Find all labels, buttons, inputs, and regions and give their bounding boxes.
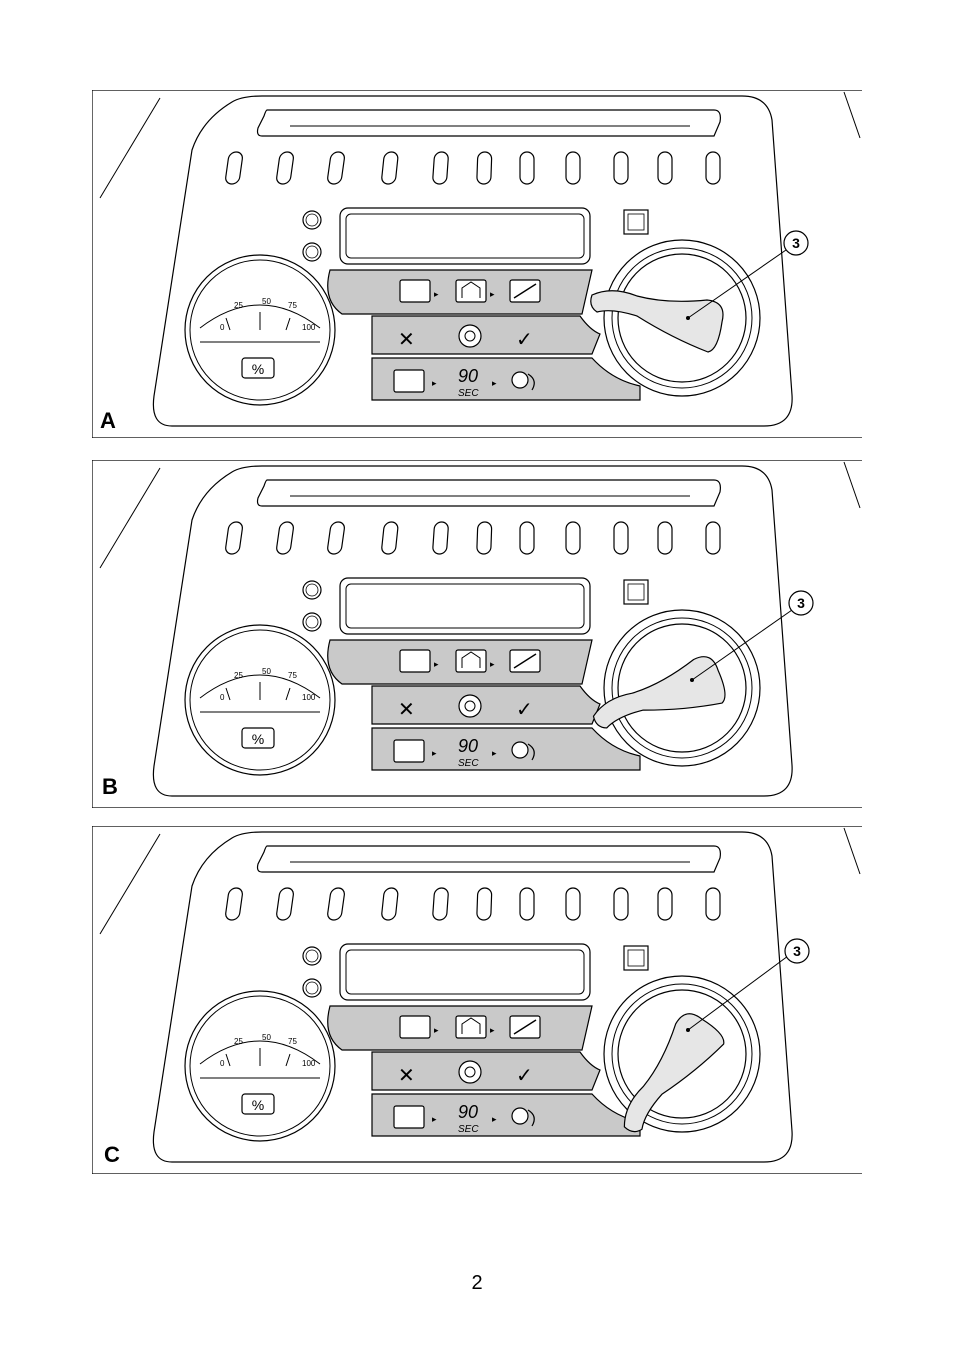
gauge-tick-0: 0: [220, 1059, 225, 1068]
arrow-icon: ▸: [432, 1114, 437, 1124]
battery-gauge: 0 25 50 75 100 %: [184, 254, 336, 406]
page-number: 2: [471, 1272, 483, 1294]
arrow-icon: ▸: [432, 748, 437, 758]
timer-value: 90: [458, 366, 478, 386]
timer-unit: SEC: [458, 1124, 479, 1135]
callout-number: 3: [793, 943, 801, 959]
arrow-icon: ▸: [490, 659, 495, 669]
figure-letter: A: [100, 408, 116, 433]
gauge-percent-badge: %: [252, 1097, 264, 1113]
arrow-icon: ▸: [434, 659, 439, 669]
timer-unit: SEC: [458, 388, 479, 399]
figure-a: 0 25 50 75 100 % ▸ ▸ ✕ ✓ ▸ 90 SEC ▸ 3: [92, 90, 862, 438]
timer-value: 90: [458, 1102, 478, 1122]
figure-b: 0 25 50 75 100 % ▸ ▸ ✕ ✓ ▸ 90 SEC ▸ 3 B: [92, 460, 862, 808]
gauge-tick-100: 100: [302, 1059, 316, 1068]
callout-number: 3: [792, 235, 800, 251]
timer-value: 90: [458, 736, 478, 756]
gauge-tick-25: 25: [234, 301, 243, 310]
check-icon: ✓: [516, 329, 533, 351]
arrow-icon: ▸: [490, 1025, 495, 1035]
arrow-icon: ▸: [434, 289, 439, 299]
arrow-icon: ▸: [492, 1114, 497, 1124]
figure-c: 0 25 50 75 100 % ▸ ▸ ✕ ✓ ▸ 90 SEC ▸ 3 C: [92, 826, 862, 1174]
selector-knob[interactable]: [590, 609, 761, 767]
figure-letter: C: [104, 1142, 120, 1167]
gauge-tick-50: 50: [262, 1033, 271, 1042]
gauge-tick-100: 100: [302, 693, 316, 702]
gauge-tick-75: 75: [288, 1037, 297, 1046]
callout-number: 3: [797, 595, 805, 611]
arrow-icon: ▸: [492, 378, 497, 388]
cross-icon: ✕: [398, 699, 415, 721]
gauge-percent-badge: %: [252, 731, 264, 747]
gauge-tick-25: 25: [234, 671, 243, 680]
arrow-icon: ▸: [432, 378, 437, 388]
gauge-tick-100: 100: [302, 323, 316, 332]
gauge-tick-50: 50: [262, 297, 271, 306]
timer-unit: SEC: [458, 758, 479, 769]
gauge-percent-badge: %: [252, 361, 264, 377]
arrow-icon: ▸: [434, 1025, 439, 1035]
gauge-tick-75: 75: [288, 301, 297, 310]
gauge-tick-75: 75: [288, 671, 297, 680]
check-icon: ✓: [516, 699, 533, 721]
arrow-icon: ▸: [490, 289, 495, 299]
figure-letter: B: [102, 774, 118, 799]
arrow-icon: ▸: [492, 748, 497, 758]
battery-gauge: 0 25 50 75 100 %: [184, 624, 336, 776]
gauge-tick-0: 0: [220, 693, 225, 702]
gauge-tick-50: 50: [262, 667, 271, 676]
selector-knob[interactable]: [590, 239, 761, 397]
cross-icon: ✕: [398, 1065, 415, 1087]
selector-knob[interactable]: [603, 975, 761, 1151]
battery-gauge: 0 25 50 75 100 %: [184, 990, 336, 1142]
check-icon: ✓: [516, 1065, 533, 1087]
gauge-tick-0: 0: [220, 323, 225, 332]
gauge-tick-25: 25: [234, 1037, 243, 1046]
cross-icon: ✕: [398, 329, 415, 351]
